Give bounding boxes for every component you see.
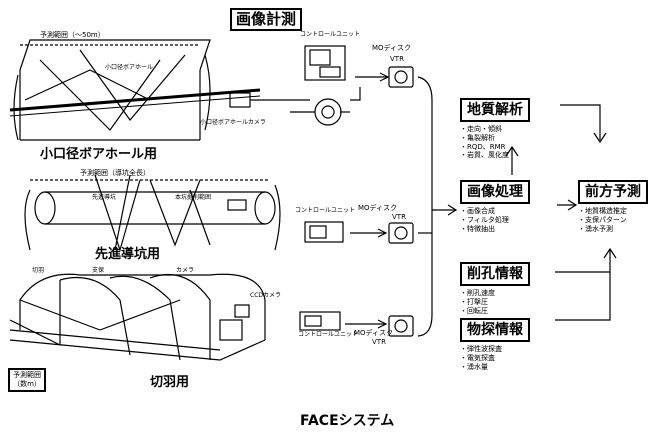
figure-caption: FACEシステム [300,414,394,428]
survey-item: ・弾性波探査 [460,345,530,354]
image-item: ・画像合成 [460,207,530,216]
geology-analysis-list: ・走向・傾斜 ・亀裂解析 ・RQD、RMR ・岩質、風化度 [460,125,530,160]
face-range-box: 予測範囲 （数m） [8,368,46,392]
forecast-item: ・地質構造推定 [578,207,648,216]
mo-2-label: MOディスク [358,205,397,212]
forecast-list: ・地質構造推定 ・支保パターン ・湧水予測 [578,207,648,233]
pilot-range-label: 予測範囲（導坑全長） [80,170,150,177]
drilling-info-box: 削孔情報 ・削孔速度 ・打撃圧 ・回転圧 [460,262,530,315]
survey-item: ・電気探査 [460,354,530,363]
pilot-note-1: 先進導坑 [92,195,116,201]
survey-item: ・湧水量 [460,363,530,372]
geology-analysis-box: 地質解析 ・走向・傾斜 ・亀裂解析 ・RQD、RMR ・岩質、風化度 [460,98,530,160]
geology-analysis-title: 地質解析 [460,98,530,122]
control-unit-1-illustration [290,46,350,125]
face-section-label: 切羽用 [150,376,189,389]
image-processing-list: ・画像合成 ・フィルタ処理 ・特徴抽出 [460,207,530,233]
mo-3-label: MOディスク [354,330,393,337]
control-unit-1-label: コントロールユニット [300,32,360,38]
mo-1-label: MOディスク [372,45,411,52]
face-range-sub: （数m） [13,381,41,388]
borehole-camera-note: 小口径ボアホールカメラ [200,120,266,126]
drilling-info-title: 削孔情報 [460,262,530,286]
survey-info-box: 物探情報 ・弾性波探査 ・電気探査 ・湧水量 [460,318,530,371]
image-processing-box: 画像処理 ・画像合成 ・フィルタ処理 ・特徴抽出 [460,180,530,233]
geology-item: ・岩質、風化度 [460,151,530,160]
face-note-3: カメラ [176,268,194,274]
image-item: ・フィルタ処理 [460,216,530,225]
control-unit-2-illustration [305,222,413,243]
control-unit-3-label: コントロールユニット [298,332,358,338]
drilling-item: ・打撃圧 [460,298,530,307]
face-range-label: 予測範囲 [13,372,41,379]
drilling-info-list: ・削孔速度 ・打撃圧 ・回転圧 [460,289,530,315]
vtr-1-label: VTR [390,56,404,63]
forecast-box: 前方予測 ・地質構造推定 ・支保パターン ・湧水予測 [578,180,648,233]
forecast-title: 前方予測 [578,180,648,204]
survey-info-title: 物探情報 [460,318,530,342]
control-unit-2-label: コントロールユニット [295,208,355,214]
vtr-2-label: VTR [392,214,406,221]
borehole-section-label: 小口径ボアホール用 [40,148,157,161]
forecast-item: ・支保パターン [578,216,648,225]
geology-item: ・亀裂解析 [460,134,530,143]
forecast-item: ・湧水予測 [578,225,648,234]
survey-info-list: ・弾性波探査 ・電気探査 ・湧水量 [460,345,530,371]
image-processing-title: 画像処理 [460,180,530,204]
drilling-item: ・回転圧 [460,307,530,316]
face-note-4: CCDカメラ [250,293,281,299]
vtr-3-label: VTR [372,339,386,346]
pilot-section-label: 先進導坑用 [95,248,160,261]
geology-item: ・RQD、RMR [460,143,530,152]
drilling-item: ・削孔速度 [460,289,530,298]
face-note-2: 支保 [92,268,104,274]
face-note-1: 切羽 [32,268,44,274]
geology-item: ・走向・傾斜 [460,125,530,134]
borehole-range-label: 予測範囲（～50m） [40,32,105,39]
diagram-title: 画像計測 [230,8,302,31]
pilot-note-2: 本坑掘削範囲 [175,195,211,201]
image-item: ・特徴抽出 [460,225,530,234]
pilot-tunnel-illustration [25,175,280,250]
borehole-note: 小口径ボアホール [105,65,153,71]
mo-vtr-1-illustration [350,67,413,100]
face-tunnel-illustration [10,274,265,360]
